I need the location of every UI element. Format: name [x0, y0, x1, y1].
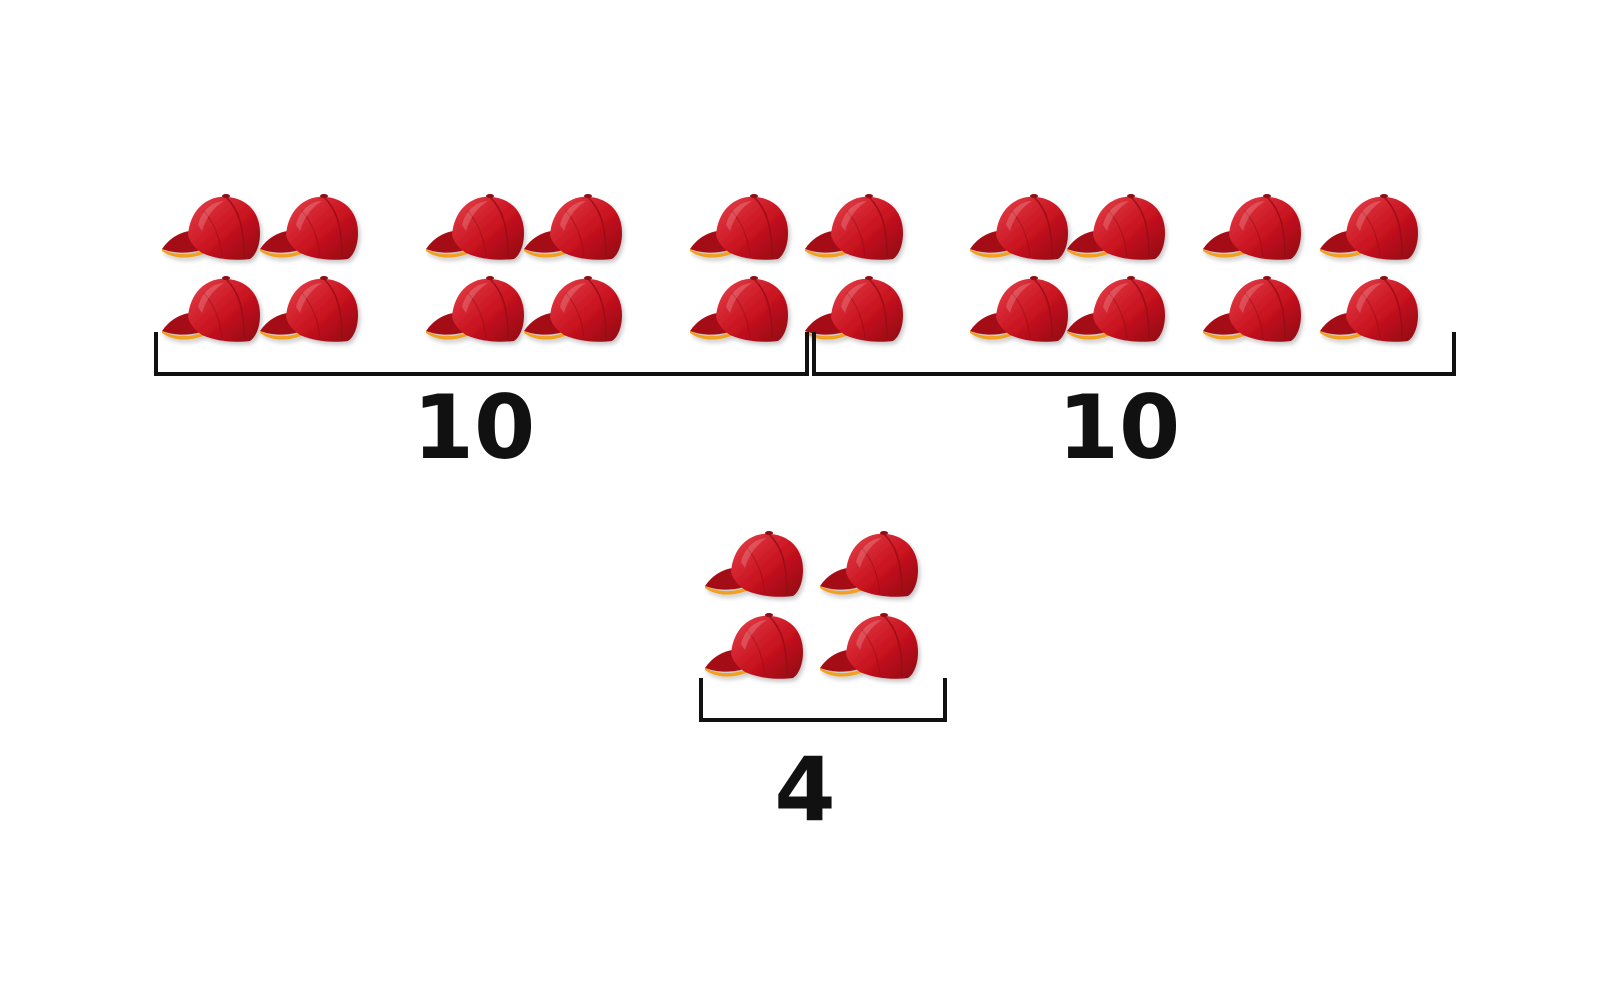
cap-icon: [969, 193, 1069, 261]
cap-icon: [1066, 275, 1166, 343]
cap-icon: [689, 275, 789, 343]
cap-icon: [704, 612, 804, 680]
cap-icon: [1202, 193, 1302, 261]
cap-icon: [969, 275, 1069, 343]
cap-icon: [819, 530, 919, 598]
cap-icon: [259, 193, 359, 261]
group-2-count-label: 10: [1057, 376, 1181, 479]
cap-icon: [704, 530, 804, 598]
group-1-bracket: [154, 332, 809, 376]
cap-icon: [819, 612, 919, 680]
cap-icon: [259, 275, 359, 343]
cap-icon: [689, 193, 789, 261]
cap-icon: [161, 275, 261, 343]
group-3-count-label: 4: [774, 738, 836, 841]
group-3-bracket: [699, 678, 947, 722]
group-2-bracket: [812, 332, 1456, 376]
group-1-count-label: 10: [412, 376, 536, 479]
cap-icon: [804, 193, 904, 261]
cap-icon: [425, 275, 525, 343]
cap-icon: [161, 193, 261, 261]
cap-icon: [1202, 275, 1302, 343]
cap-icon: [523, 275, 623, 343]
cap-icon: [1319, 193, 1419, 261]
cap-icon: [1066, 193, 1166, 261]
cap-icon: [425, 193, 525, 261]
cap-icon: [804, 275, 904, 343]
cap-icon: [523, 193, 623, 261]
cap-icon: [1319, 275, 1419, 343]
